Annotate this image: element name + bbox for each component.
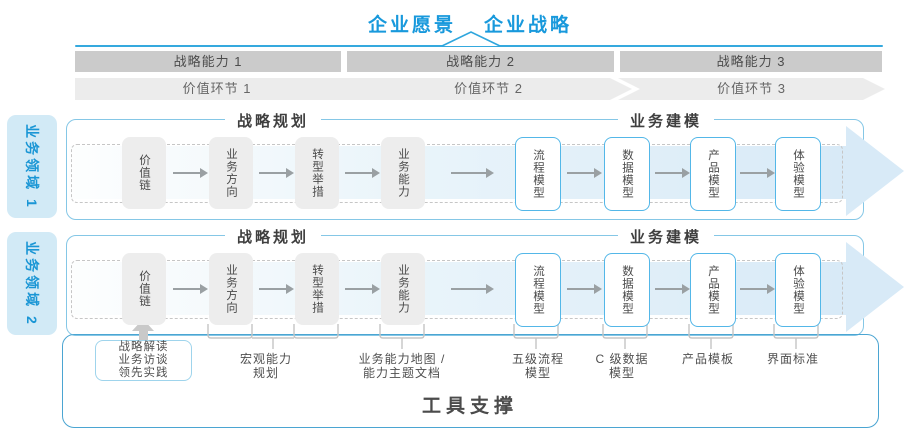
- planning-section-title: 战略规划: [224, 110, 322, 131]
- callout-line: 业务访谈: [118, 354, 169, 366]
- tools-support-frame: [62, 334, 879, 428]
- brace-connectors: [207, 324, 819, 349]
- callout-line: 领先实践: [118, 367, 169, 379]
- domain-label-2: 业务领域 2: [7, 232, 57, 335]
- flow-arrow: [740, 168, 775, 177]
- box-product-model: 产品模型: [690, 253, 736, 327]
- flow-arrow: [173, 284, 208, 293]
- flow-arrow: [345, 168, 380, 177]
- flow-arrow: [173, 168, 208, 177]
- box-experience-model: 体验模型: [775, 253, 821, 327]
- dashed-track: [71, 144, 843, 203]
- tool-label-capability-map: 业务能力地图 / 能力主题文档: [358, 352, 446, 380]
- box-process-model: 流程模型: [515, 137, 561, 211]
- capability-bar-3: 战略能力 3: [620, 51, 882, 72]
- tool-label-process-model: 五级流程 模型: [511, 352, 565, 380]
- capability-bar-1: 战略能力 1: [75, 51, 341, 72]
- flow-arrow: [655, 284, 690, 293]
- tool-label-data-model: C 级数据 模型: [595, 352, 649, 380]
- value-link-chevron-1: 价值环节 1: [75, 78, 369, 100]
- modeling-section-title: 业务建模: [617, 226, 715, 247]
- tools-support-title: 工具支撑: [421, 396, 519, 417]
- flow-arrow: [567, 284, 602, 293]
- tool-label-product-template: 产品模板: [681, 352, 735, 366]
- box-value-chain: 价值链: [122, 253, 166, 325]
- flow-arrow: [451, 168, 494, 177]
- strategy-title: 企业战略: [484, 15, 573, 36]
- flow-arrow: [655, 168, 690, 177]
- capability-bar-2: 战略能力 2: [347, 51, 614, 72]
- caret-up-icon: [441, 31, 501, 47]
- domain-label-2-text: 业务领域 2: [24, 240, 40, 327]
- box-value-chain: 价值链: [122, 137, 166, 209]
- box-business-capability: 业务能力: [381, 253, 425, 325]
- flow-arrow: [259, 284, 294, 293]
- up-arrow-icon: [138, 330, 148, 341]
- diagram-header: 企业愿景 企业战略: [0, 10, 910, 37]
- box-experience-model: 体验模型: [775, 137, 821, 211]
- value-link-chevron-3: 价值环节 3: [618, 78, 885, 100]
- modeling-section-title: 业务建模: [617, 110, 715, 131]
- box-product-model: 产品模型: [690, 137, 736, 211]
- planning-section-title: 战略规划: [224, 226, 322, 247]
- flow-arrow: [567, 168, 602, 177]
- box-business-direction: 业务方向: [209, 253, 253, 325]
- dashed-track: [71, 260, 843, 319]
- flow-arrow: [259, 168, 294, 177]
- value-link-chevron-2: 价值环节 2: [345, 78, 632, 100]
- domain-2-panel: 战略规划 业务建模 价值链 业务方向 转型举措 业务能力 流程模型 数据模型 产…: [66, 226, 904, 336]
- box-business-direction: 业务方向: [209, 137, 253, 209]
- box-transformation-moves: 转型举措: [295, 137, 339, 209]
- box-process-model: 流程模型: [515, 253, 561, 327]
- domain-label-1: 业务领域 1: [7, 115, 57, 218]
- strategy-inputs-callout: 战略解读 业务访谈 领先实践: [95, 340, 192, 381]
- flow-band-arrowhead: [846, 126, 904, 216]
- box-transformation-moves: 转型举措: [295, 253, 339, 325]
- box-data-model: 数据模型: [604, 253, 650, 327]
- box-business-capability: 业务能力: [381, 137, 425, 209]
- flow-band-arrowhead: [846, 242, 904, 332]
- callout-line: 战略解读: [118, 341, 169, 353]
- flow-arrow: [451, 284, 494, 293]
- tool-label-macro-capability: 宏观能力 规划: [239, 352, 293, 380]
- box-data-model: 数据模型: [604, 137, 650, 211]
- domain-1-panel: 战略规划 业务建模 价值链 业务方向 转型举措 业务能力 流程模型 数据模型 产…: [66, 110, 904, 220]
- vision-title: 企业愿景: [367, 15, 456, 36]
- domain-label-1-text: 业务领域 1: [24, 123, 40, 210]
- flow-arrow: [740, 284, 775, 293]
- flow-arrow: [345, 284, 380, 293]
- tool-label-ui-standard: 界面标准: [766, 352, 820, 366]
